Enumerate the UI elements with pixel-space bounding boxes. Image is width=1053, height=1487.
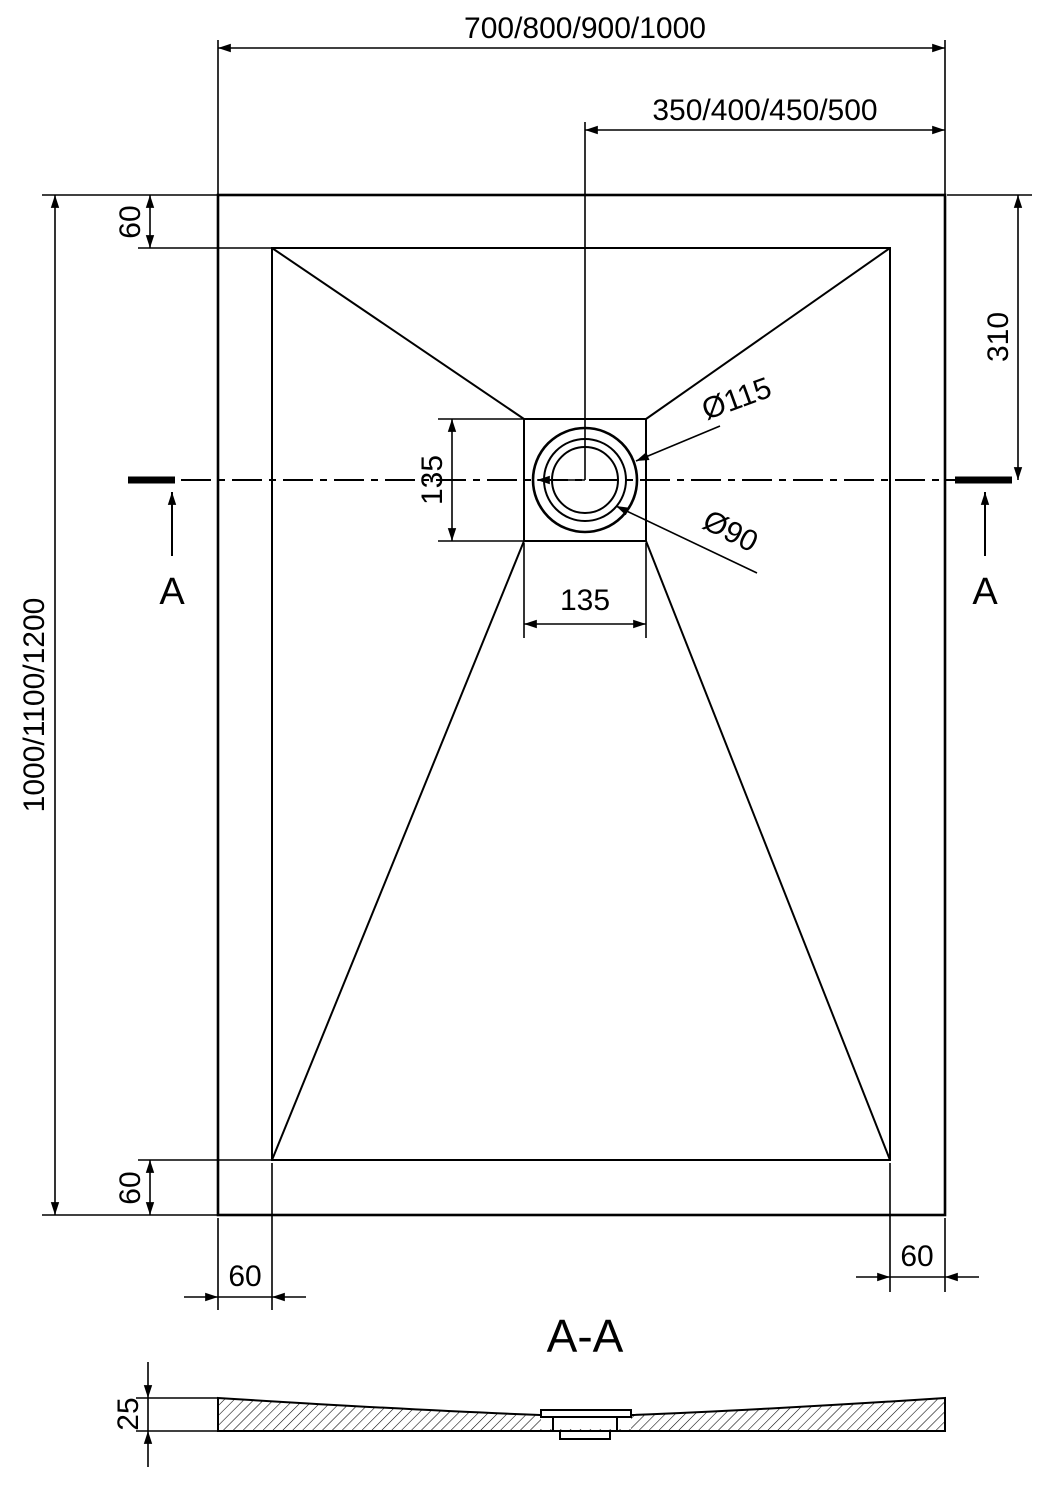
- slope-line-bottom-right: [645, 540, 891, 1161]
- leader-line: [635, 425, 721, 462]
- dim-section-thickness: 25: [112, 1362, 218, 1467]
- drain-outlet: [559, 1430, 611, 1440]
- slope-line-top-right: [645, 247, 891, 420]
- dimension-label: 135: [416, 455, 449, 505]
- tray-inner-rim: [271, 247, 891, 1161]
- dimension-label: 60: [114, 205, 147, 238]
- section-slab: [217, 1396, 946, 1432]
- leader-drain-outer-diameter: Ø115: [537, 371, 776, 485]
- dimension-label: 60: [228, 1260, 261, 1293]
- dimension-label: 700/800/900/1000: [464, 12, 706, 45]
- dimension-label: 60: [900, 1240, 933, 1273]
- dim-bottom-right-offset: 60: [856, 1163, 979, 1292]
- plan-view: A A: [128, 122, 1012, 1217]
- dim-drain-offset: 350/400/450/500: [585, 94, 945, 135]
- slope-line-bottom-left: [271, 540, 525, 1161]
- leader-drain-inner-diameter: Ø90: [615, 504, 764, 574]
- slope-line-top-left: [271, 247, 525, 420]
- section-marker-label-left: A: [159, 571, 185, 613]
- dim-drain-box-width: 135: [523, 543, 647, 638]
- dimension-label: 1000/1100/1200: [18, 598, 51, 813]
- dimension-label: 60: [114, 1171, 147, 1204]
- floor-slope-lines: [271, 247, 891, 1161]
- dim-bottom-left-offset: 60: [184, 1163, 306, 1310]
- dim-drain-box-height: 135: [416, 418, 524, 542]
- dimension-label: Ø90: [698, 504, 764, 559]
- section-marker-label-right: A: [972, 571, 998, 613]
- section-title: A-A: [547, 1310, 624, 1362]
- dim-top-margin: 60: [114, 195, 272, 249]
- dimensions: 700/800/900/1000 350/400/450/500 1000/11…: [18, 12, 1032, 1310]
- section-view: A-A 25: [112, 1310, 946, 1467]
- dim-bottom-margin: 60: [114, 1159, 272, 1215]
- dimension-label: 135: [560, 584, 610, 617]
- dim-drain-from-top: 310: [947, 194, 1032, 480]
- dimension-label: 310: [982, 312, 1015, 362]
- dimension-label: Ø115: [698, 371, 776, 426]
- tray-outer-edge: [216, 193, 947, 1217]
- dim-overall-width: 700/800/900/1000: [217, 12, 946, 195]
- dimension-label: 25: [112, 1397, 145, 1430]
- dimension-label: 350/400/450/500: [652, 94, 877, 127]
- dim-overall-length: 1000/1100/1200: [18, 194, 218, 1216]
- leader-line: [615, 505, 758, 574]
